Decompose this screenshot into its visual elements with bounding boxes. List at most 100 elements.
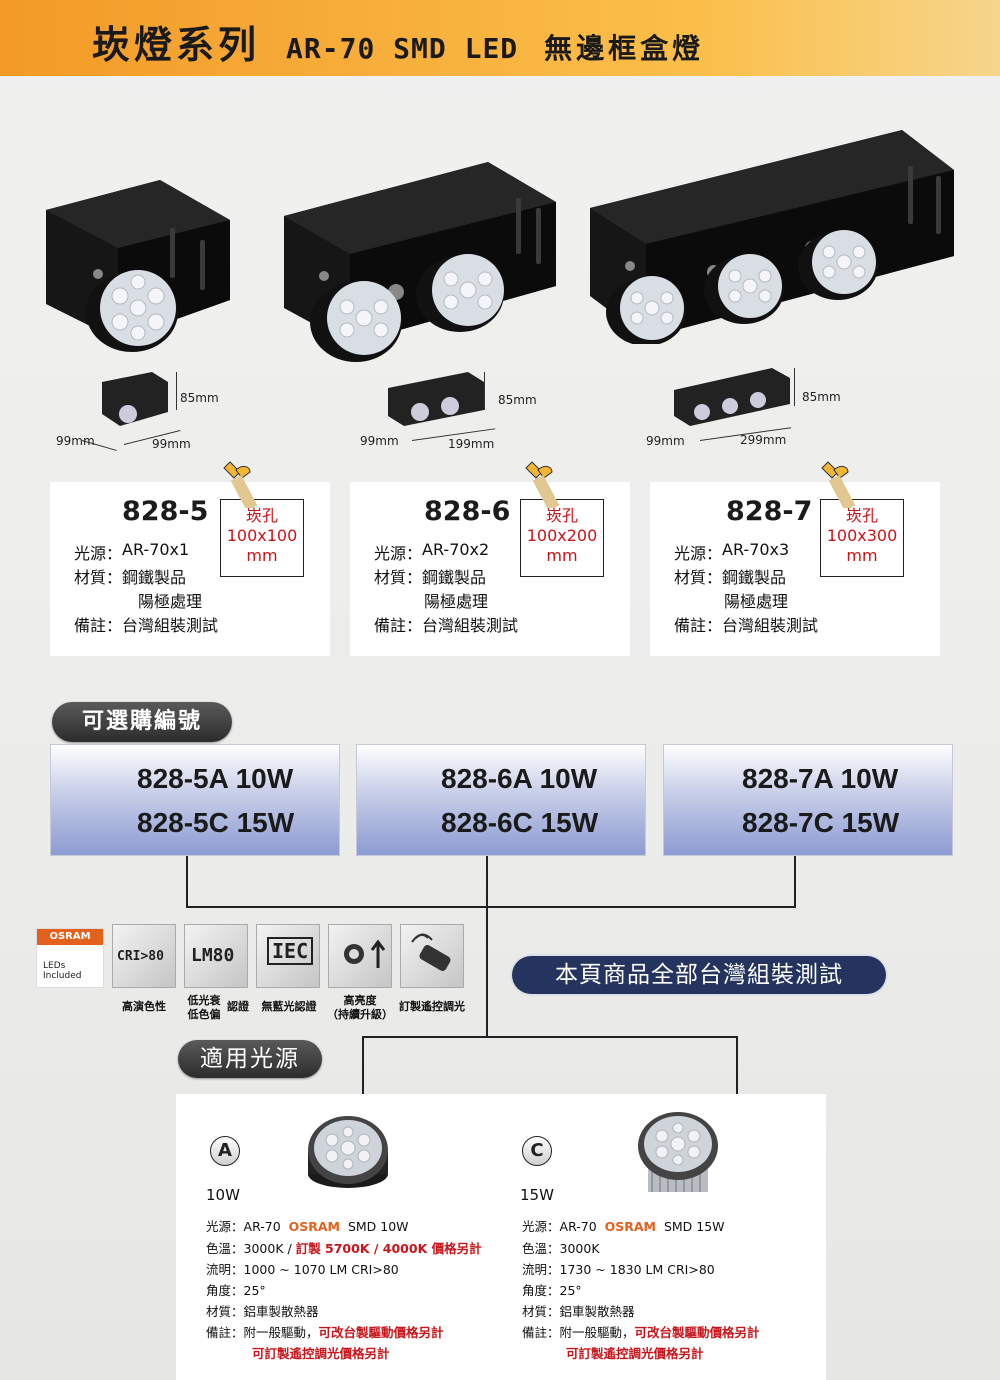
cutout-size-box: 崁孔 100x200 mm (520, 499, 604, 577)
src-label: 材質： (522, 1304, 560, 1319)
led-module-photo (638, 1112, 718, 1192)
source-panel: A 10W 光源：AR-70 OSRAM SMD 10W 色溫：3000K / … (176, 1094, 826, 1380)
lm80-text: LM80 (191, 945, 235, 966)
src-line-note-extra: 可訂製遙控調光價格另計 (252, 1346, 390, 1361)
connector-line (794, 856, 796, 908)
led-module-photo (308, 1116, 388, 1188)
product-model: 828-6 (424, 496, 511, 527)
spec-note: 台灣組裝測試 (122, 616, 219, 635)
badge-label: 高亮度 (343, 994, 377, 1007)
cutout-unit: mm (846, 546, 878, 565)
source-section-title: 適用光源 (178, 1040, 322, 1078)
osram-badge: OSRAM LEDs Included (36, 928, 104, 988)
spec-material-finish: 陽極處理 (724, 592, 789, 611)
src-line-angle: 角度：25° (522, 1280, 582, 1299)
depth-dimension: 99mm (56, 434, 95, 448)
src-value: 25° (243, 1283, 266, 1298)
cutout-label: 崁孔 (245, 506, 278, 525)
depth-dimension: 99mm (646, 434, 685, 448)
src-value: 1730 ~ 1830 LM CRI>80 (559, 1262, 715, 1277)
cri-text: CRI>80 (117, 949, 164, 964)
model-title: AR-70 SMD LED (286, 32, 519, 65)
height-dimension: 85mm (802, 390, 841, 404)
iec-text: IEC (267, 937, 314, 965)
badge-label: 低色偏 (187, 1008, 221, 1021)
badge-label: 高演色性 (122, 1000, 166, 1013)
spec-note-label: 備註： (674, 616, 723, 635)
src-line-temp: 色溫：3000K / 訂製 5700K / 4000K 價格另計 (206, 1238, 482, 1257)
src-value: 3000K / (243, 1241, 296, 1256)
source-wattage: 15W (520, 1186, 554, 1204)
spec-source: AR-70x3 (722, 540, 790, 559)
spec-note: 台灣組裝測試 (722, 616, 819, 635)
osram-sub: LEDs (43, 961, 66, 971)
width-dimension: 99mm (152, 437, 191, 451)
order-code: 828-7C 15W (742, 807, 900, 838)
src-line-flux: 流明：1730 ~ 1830 LM CRI>80 (522, 1259, 715, 1278)
page-title: 崁燈系列 AR-70 SMD LED 無邊框盒燈 (92, 14, 705, 67)
cutout-unit: mm (246, 546, 278, 565)
cutout-size: 100x200 (526, 526, 598, 545)
src-value: 1000 ~ 1070 LM CRI>80 (243, 1262, 399, 1277)
src-line-source: 光源：AR-70 OSRAM SMD 10W (206, 1216, 409, 1235)
src-line-note: 備註：附一般驅動，可改台製驅動價格另計 (206, 1322, 444, 1341)
caliper-icon (821, 461, 856, 508)
src-value: AR-70 (243, 1219, 281, 1234)
spec-note-label: 備註： (374, 616, 423, 635)
spec-source: AR-70x1 (122, 540, 190, 559)
brightness-up-icon (328, 924, 392, 988)
dimension-line (484, 372, 485, 410)
width-dimension: 199mm (448, 437, 495, 451)
spec-material-finish: 陽極處理 (138, 592, 203, 611)
product-photo-828-5 (46, 180, 230, 352)
src-label: 備註： (522, 1325, 560, 1340)
cutout-size: 100x300 (826, 526, 898, 545)
osram-sub: Included (43, 971, 82, 981)
badge-label: 訂製遙控調光 (399, 1000, 465, 1013)
source-letter: C (522, 1136, 552, 1166)
badge-label: 認證 (227, 1000, 249, 1013)
connector-line (362, 1036, 738, 1038)
spec-material: 鋼鐵製品 (122, 568, 187, 587)
order-code: 828-7A 10W (742, 763, 899, 794)
src-label: 光源： (206, 1219, 244, 1234)
src-value: SMD 10W (347, 1219, 409, 1234)
src-line-temp: 色溫：3000K (522, 1238, 600, 1257)
order-code: 828-6C 15W (441, 807, 599, 838)
src-label: 色溫： (522, 1241, 560, 1256)
connector-line (186, 906, 796, 908)
dimension-diagram-828-5 (102, 372, 168, 426)
width-dimension: 299mm (740, 433, 787, 447)
caliper-icon (223, 461, 258, 508)
assembly-note-badge: 本頁商品全部台灣組裝測試 (512, 956, 886, 994)
src-custom: 可改台製驅動價格另計 (318, 1325, 444, 1340)
iec-badge: IEC (256, 924, 320, 988)
source-wattage: 10W (206, 1186, 240, 1204)
source-letter: A (210, 1136, 240, 1166)
order-section-title: 可選購編號 (52, 702, 232, 742)
osram-brand: OSRAM (604, 1219, 656, 1234)
cutout-label: 崁孔 (845, 506, 878, 525)
cutout-unit: mm (546, 546, 578, 565)
connector-line (486, 856, 488, 1038)
osram-brand: OSRAM (288, 1219, 340, 1234)
connector-line (736, 1036, 738, 1094)
spec-note: 台灣組裝測試 (422, 616, 519, 635)
src-line-note-extra: 可訂製遙控調光價格另計 (566, 1346, 704, 1361)
product-model: 828-5 (122, 496, 209, 527)
order-code: 828-5A 10W (137, 763, 294, 794)
product-photo-828-7 (590, 130, 954, 344)
src-custom: 可改台製驅動價格另計 (634, 1325, 760, 1340)
product-name-title: 無邊框盒燈 (544, 32, 705, 65)
remote-control-icon (400, 924, 464, 988)
src-value: 25° (559, 1283, 582, 1298)
src-label: 備註： (206, 1325, 244, 1340)
order-group-828-5: 828-5A 10W 828-5C 15W (50, 744, 340, 856)
series-title: 崁燈系列 (92, 23, 261, 67)
spec-material: 鋼鐵製品 (422, 568, 487, 587)
cutout-size-box: 崁孔 100x300 mm (820, 499, 904, 577)
src-label: 色溫： (206, 1241, 244, 1256)
badge-label: 低光衰 (187, 994, 221, 1007)
src-line-note: 備註：附一般驅動，可改台製驅動價格另計 (522, 1322, 760, 1341)
spec-source: AR-70x2 (422, 540, 490, 559)
